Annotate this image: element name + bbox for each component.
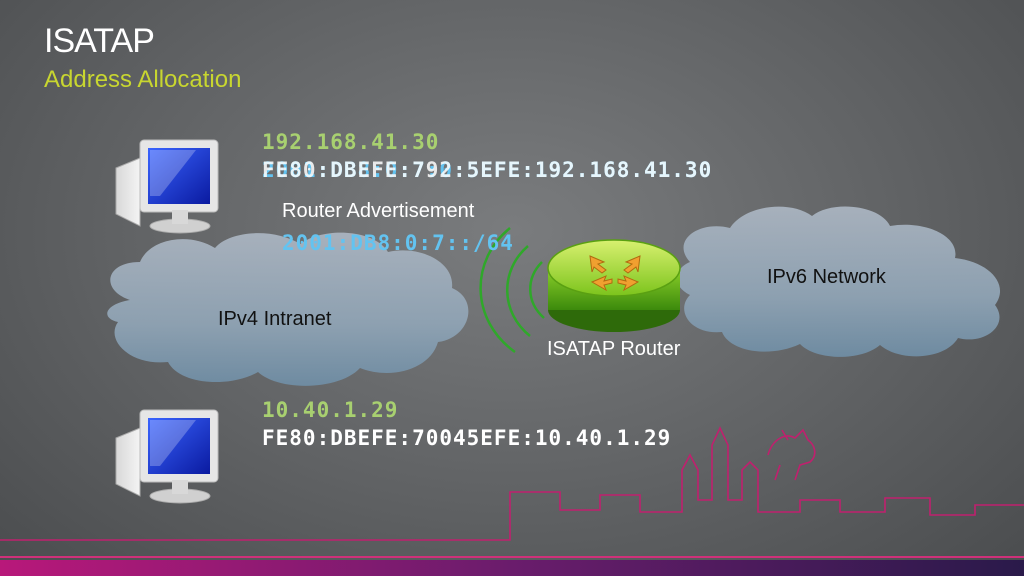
- footer-line: [0, 556, 1024, 558]
- footer-bar: [0, 560, 1024, 576]
- slide-title: ISATAP: [44, 22, 155, 60]
- ipv4-cloud: [107, 232, 469, 386]
- router-advertisement-prefix: 2001:DB8:0:7::/64: [282, 231, 514, 255]
- host-top-global-address: 2001:DB8:0:7:0:5EFE:192.168.41.30: [262, 158, 713, 182]
- host-top-overlap-address: FE80:DBEFE:792:5EFE:192.168.41.30: [262, 158, 713, 182]
- wireless-signal-icon: [479, 227, 545, 354]
- host-bottom-ipv4: 10.40.1.29: [262, 398, 399, 422]
- router-icon: [547, 239, 681, 332]
- ipv6-cloud: [676, 206, 1001, 357]
- router-label: ISATAP Router: [547, 338, 681, 360]
- router-advertisement-label: Router Advertisement: [282, 200, 475, 222]
- computer-bottom-icon: [115, 409, 219, 504]
- slide-subtitle: Address Allocation: [44, 66, 242, 93]
- host-bottom-overlap-address: FE80:DBEFE:70045EFE:10.40.1.29: [262, 426, 672, 450]
- ipv6-cloud-label: IPv6 Network: [767, 266, 886, 288]
- computer-top-icon: [115, 139, 219, 234]
- ipv4-cloud-label: IPv4 Intranet: [218, 308, 332, 330]
- host-top-ipv4: 192.168.41.30: [262, 130, 440, 154]
- city-skyline-decoration: [0, 426, 1024, 541]
